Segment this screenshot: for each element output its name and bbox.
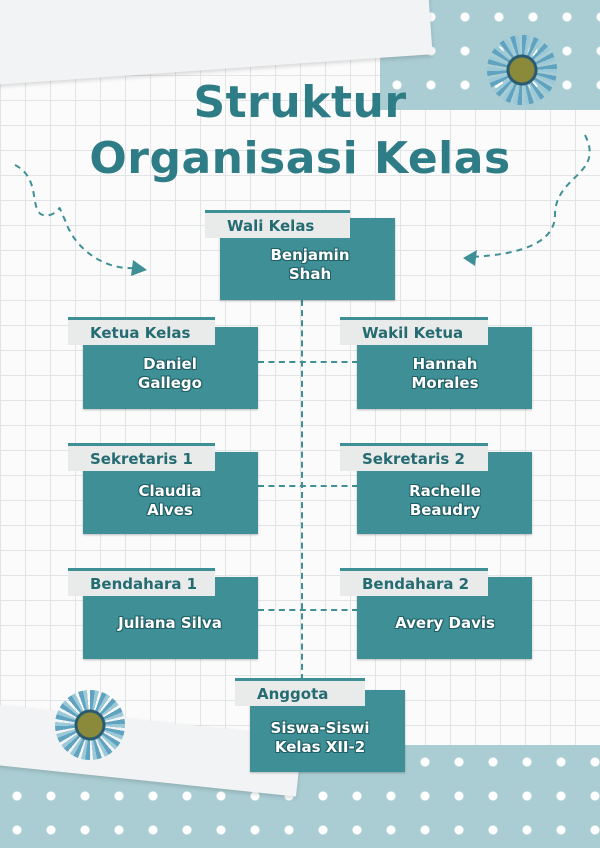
- node-anggota-role: Anggota: [235, 678, 365, 706]
- node-bendahara-1-name: Juliana Silva: [118, 614, 222, 632]
- node-sekretaris-1-role: Sekretaris 1: [68, 443, 215, 471]
- node-wali-kelas-name: Benjamin Shah: [270, 246, 350, 283]
- connector-row-1: [258, 361, 358, 363]
- node-sekretaris-2-name: Rachelle Beaudry: [409, 482, 481, 519]
- connector-vertical: [301, 300, 303, 680]
- title-line-1: Struktur: [193, 77, 407, 128]
- node-sekretaris-2-role: Sekretaris 2: [340, 443, 488, 471]
- torn-paper-top: [0, 0, 433, 86]
- node-wakil-role: Wakil Ketua: [340, 317, 488, 345]
- node-sekretaris-1-name: Claudia Alves: [138, 482, 202, 519]
- node-bendahara-1-role: Bendahara 1: [68, 568, 215, 596]
- title-line-2: Organisasi Kelas: [89, 133, 511, 184]
- node-anggota-name: Siswa-Siswi Kelas XII-2: [270, 719, 370, 756]
- flower-top-icon: [487, 35, 557, 105]
- connector-row-2: [258, 485, 358, 487]
- node-ketua-role: Ketua Kelas: [68, 317, 215, 345]
- dashed-arrow-right-icon: [463, 134, 591, 266]
- node-wali-kelas-role: Wali Kelas: [205, 210, 350, 238]
- node-bendahara-2-role: Bendahara 2: [340, 568, 488, 596]
- flower-bottom-icon: [55, 690, 125, 760]
- node-wakil-name: Hannah Morales: [411, 355, 479, 392]
- connector-row-3: [258, 609, 358, 611]
- dashed-arrow-left-icon: [14, 164, 147, 276]
- node-ketua-name: Daniel Gallego: [138, 355, 202, 392]
- node-bendahara-2-name: Avery Davis: [395, 614, 495, 632]
